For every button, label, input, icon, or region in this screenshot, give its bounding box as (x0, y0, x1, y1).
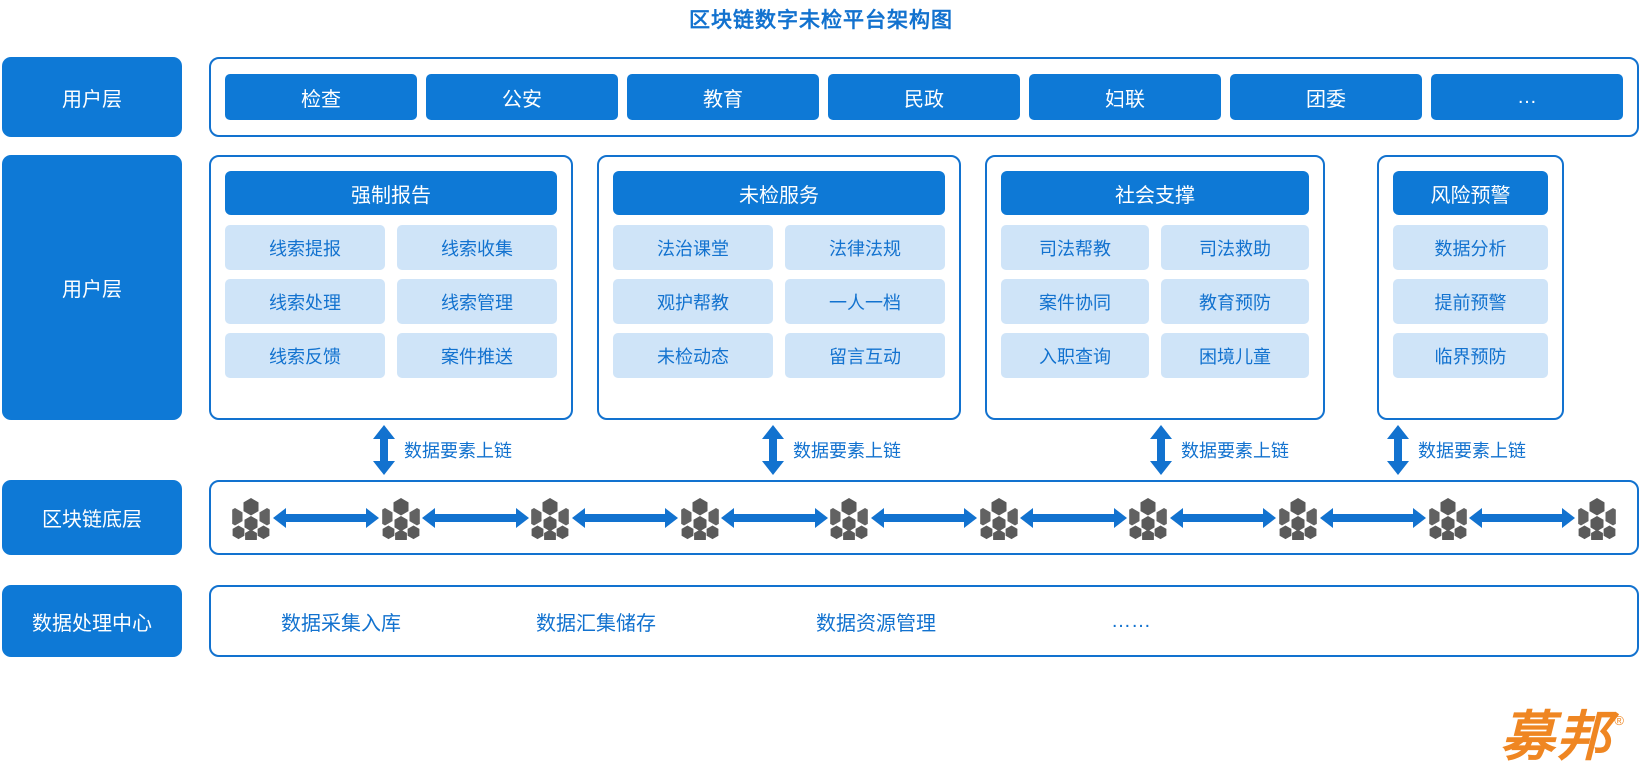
page-title: 区块链数字未检平台架构图 (689, 9, 953, 32)
blockchain-link (578, 508, 672, 528)
module-cell[interactable]: 线索收集 (397, 225, 557, 270)
data-center-panel: 数据采集入库 数据汇集储存 数据资源管理 …… (209, 585, 1639, 657)
uplink-arrow-group: 数据要素上链 (373, 424, 512, 476)
data-center-item[interactable]: 数据汇集储存 (536, 612, 656, 635)
layer-label-blockchain: 区块链底层 (2, 480, 182, 555)
blockchain-link (1476, 508, 1570, 528)
module-cell[interactable]: 司法救助 (1161, 225, 1309, 270)
uplink-arrow-group: 数据要素上链 (1387, 424, 1526, 476)
user-chip[interactable]: 团委 (1230, 74, 1422, 120)
user-chip-list: 检查公安教育民政妇联团委… (211, 59, 1637, 135)
module-cell-grid: 司法帮教司法救助案件协同教育预防入职查询困境儿童 (1001, 225, 1309, 378)
module-cell[interactable]: 案件协同 (1001, 279, 1149, 324)
module-cell[interactable]: 提前预警 (1393, 279, 1548, 324)
user-chip[interactable]: 教育 (627, 74, 819, 120)
module-group-title[interactable]: 风险预警 (1393, 171, 1548, 215)
blockchain-link (877, 508, 971, 528)
user-chip[interactable]: 检查 (225, 74, 417, 120)
module-cell[interactable]: 留言互动 (785, 333, 945, 378)
blockchain-node-icon (1575, 496, 1619, 543)
double-arrow-horizontal-icon (1181, 513, 1265, 522)
module-cell[interactable]: 观护帮教 (613, 279, 773, 324)
module-cell[interactable]: 线索反馈 (225, 333, 385, 378)
double-arrow-vertical-icon (1387, 425, 1409, 475)
module-cell[interactable]: 数据分析 (1393, 225, 1548, 270)
blockchain-node-icon (977, 496, 1021, 543)
data-center-item[interactable]: …… (1111, 609, 1151, 632)
module-cell-grid: 线索提报线索收集线索处理线索管理线索反馈案件推送 (225, 225, 557, 378)
uplink-label: 数据要素上链 (404, 441, 512, 461)
module-cell[interactable]: 一人一档 (785, 279, 945, 324)
data-center-item[interactable]: 数据采集入库 (281, 612, 401, 635)
module-cell[interactable]: 未检动态 (613, 333, 773, 378)
blockchain-node-icon (678, 496, 722, 543)
module-group: 社会支撑司法帮教司法救助案件协同教育预防入职查询困境儿童 (985, 155, 1325, 420)
layer-label-user-modules: 用户层 (2, 155, 182, 420)
blockchain-layer-panel (209, 480, 1639, 555)
module-group-title[interactable]: 社会支撑 (1001, 171, 1309, 215)
module-group: 强制报告线索提报线索收集线索处理线索管理线索反馈案件推送 (209, 155, 573, 420)
layer-label-user-top: 用户层 (2, 57, 182, 137)
data-center-item-list: 数据采集入库 数据汇集储存 数据资源管理 …… (211, 587, 1637, 655)
double-arrow-horizontal-icon (1481, 513, 1564, 522)
user-chip[interactable]: … (1431, 74, 1623, 120)
module-cell-grid: 数据分析提前预警临界预防 (1393, 225, 1548, 378)
blockchain-link (1027, 508, 1121, 528)
module-cell[interactable]: 困境儿童 (1161, 333, 1309, 378)
uplink-label: 数据要素上链 (1181, 441, 1289, 461)
uplink-arrow-group: 数据要素上链 (1150, 424, 1289, 476)
blockchain-link (429, 508, 523, 528)
blockchain-node-strip (211, 482, 1637, 553)
blockchain-node-icon (1276, 496, 1320, 543)
user-chip[interactable]: 妇联 (1029, 74, 1221, 120)
module-cell[interactable]: 司法帮教 (1001, 225, 1149, 270)
blockchain-node-icon (827, 496, 871, 543)
double-arrow-vertical-icon (373, 425, 395, 475)
user-chip[interactable]: 民政 (828, 74, 1020, 120)
module-group: 未检服务法治课堂法律法规观护帮教一人一档未检动态留言互动 (597, 155, 961, 420)
uplink-arrow-group: 数据要素上链 (762, 424, 901, 476)
double-arrow-horizontal-icon (1032, 513, 1115, 522)
module-cell-grid: 法治课堂法律法规观护帮教一人一档未检动态留言互动 (613, 225, 945, 378)
blockchain-link (1176, 508, 1270, 528)
module-cell[interactable]: 案件推送 (397, 333, 557, 378)
uplink-label: 数据要素上链 (793, 441, 901, 461)
module-cell[interactable]: 线索处理 (225, 279, 385, 324)
double-arrow-horizontal-icon (882, 513, 966, 522)
double-arrow-horizontal-icon (434, 513, 517, 522)
double-arrow-horizontal-icon (1331, 513, 1414, 522)
double-arrow-horizontal-icon (284, 513, 367, 522)
layer-label-data-center: 数据处理中心 (2, 585, 182, 657)
user-layer-panel: 检查公安教育民政妇联团委… (209, 57, 1639, 137)
blockchain-node-icon (1426, 496, 1470, 543)
double-arrow-horizontal-icon (583, 513, 667, 522)
blockchain-link (1326, 508, 1420, 528)
module-cell[interactable]: 法治课堂 (613, 225, 773, 270)
double-arrow-vertical-icon (762, 425, 784, 475)
module-cell[interactable]: 法律法规 (785, 225, 945, 270)
blockchain-node-icon (528, 496, 572, 543)
module-cell[interactable]: 入职查询 (1001, 333, 1149, 378)
user-chip[interactable]: 公安 (426, 74, 618, 120)
blockchain-node-icon (379, 496, 423, 543)
module-group: 风险预警数据分析提前预警临界预防 (1377, 155, 1564, 420)
module-cell[interactable]: 线索提报 (225, 225, 385, 270)
module-cell[interactable]: 临界预防 (1393, 333, 1548, 378)
double-arrow-vertical-icon (1150, 425, 1172, 475)
module-cell[interactable]: 线索管理 (397, 279, 557, 324)
brand-logo-text: 募邦 (1500, 704, 1613, 768)
brand-logo: 募邦 ® (1500, 709, 1624, 763)
double-arrow-horizontal-icon (733, 513, 816, 522)
blockchain-link (279, 508, 373, 528)
data-center-item[interactable]: 数据资源管理 (816, 612, 936, 635)
uplink-label: 数据要素上链 (1418, 441, 1526, 461)
blockchain-link (728, 508, 822, 528)
module-group-title[interactable]: 强制报告 (225, 171, 557, 215)
module-group-title[interactable]: 未检服务 (613, 171, 945, 215)
blockchain-node-icon (229, 496, 273, 543)
registered-trademark-icon: ® (1614, 713, 1624, 728)
module-cell[interactable]: 教育预防 (1161, 279, 1309, 324)
blockchain-node-icon (1126, 496, 1170, 543)
